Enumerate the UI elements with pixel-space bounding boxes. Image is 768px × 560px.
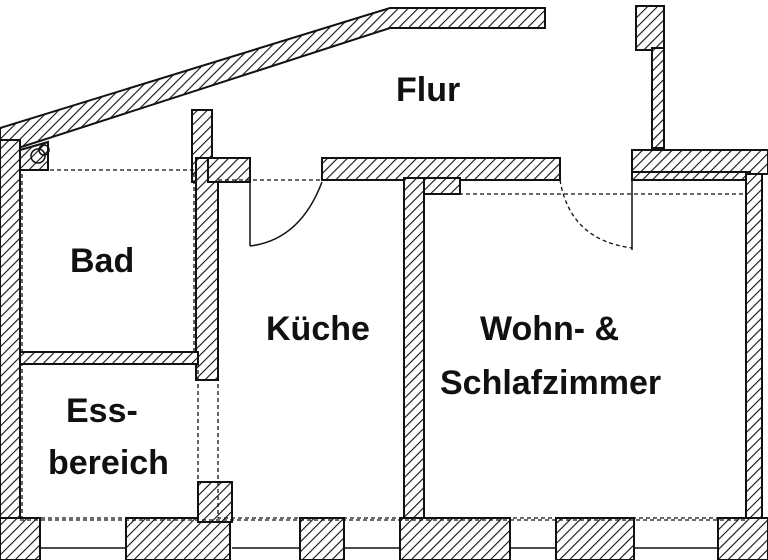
kueche-door-swing: [249, 181, 323, 247]
bad-outline: [21, 169, 195, 353]
room-label-wohn-line1: Wohn- &: [480, 310, 619, 348]
room-label-wohn-line2: Schlafzimmer: [440, 364, 661, 402]
sloped-top-wall: [0, 7, 546, 151]
wohn-right-step: [631, 171, 751, 181]
right-column-upper: [635, 5, 665, 51]
room-label-ess-line2: bereich: [48, 444, 169, 482]
bottom-wall-seg5: [555, 517, 635, 560]
bottom-pillar: [197, 481, 233, 523]
bottom-wall-seg3: [299, 517, 345, 560]
wohn-outline: [423, 193, 747, 519]
right-column-mid: [651, 47, 665, 149]
bad-fixture-circle-2: [38, 144, 50, 156]
ess-outline: [21, 363, 199, 519]
bottom-wall-seg4: [399, 517, 511, 560]
room-label-kueche: Küche: [266, 310, 370, 348]
wohn-door-swing: [559, 179, 633, 249]
bad-fixture-circle: [30, 148, 46, 164]
room-label-flur: Flur: [396, 71, 460, 109]
kueche-outline: [217, 179, 405, 519]
bottom-wall-left: [0, 517, 41, 560]
bad-ess-wall: [19, 351, 199, 365]
wohn-right-top-wall: [631, 149, 768, 175]
bad-kueche-wall-lower: [195, 157, 219, 381]
kueche-wohn-wall: [403, 177, 425, 519]
room-label-ess-line1: Ess-: [66, 392, 138, 430]
left-outer-wall: [0, 139, 21, 541]
kueche-top-wall: [321, 157, 561, 181]
bottom-wall-seg2: [125, 517, 231, 560]
right-outer-wall: [745, 173, 763, 521]
bottom-wall-right: [717, 517, 768, 560]
room-label-bad: Bad: [70, 242, 134, 280]
kueche-top-stub: [207, 157, 251, 183]
